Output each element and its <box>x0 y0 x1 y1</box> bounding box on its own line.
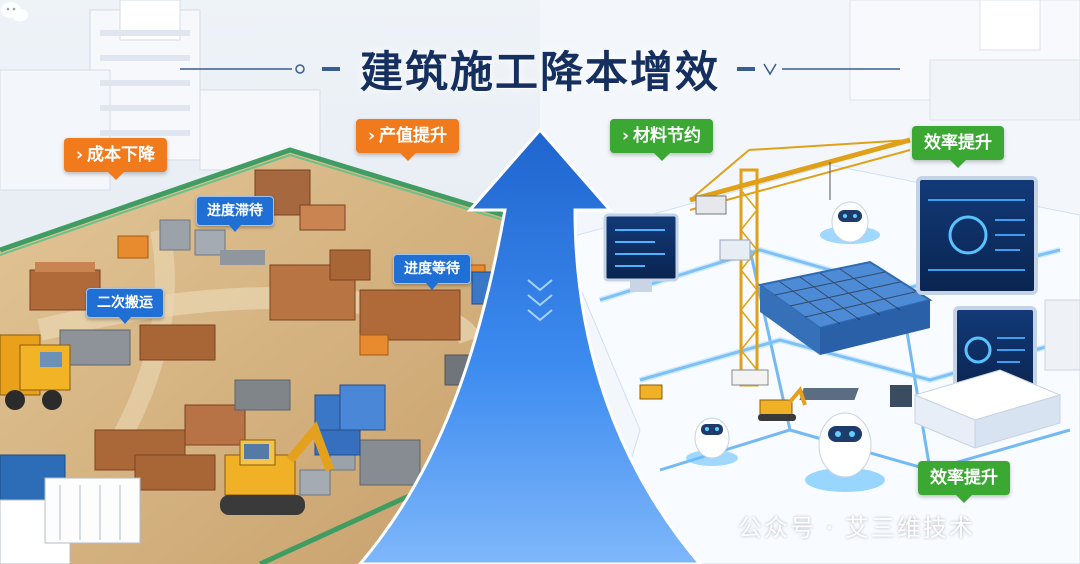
tag-efficiency-up-bottom: 效率提升 <box>918 461 1010 503</box>
mini-excavator <box>758 385 807 421</box>
tag-efficiency-up-top: 效率提升 <box>912 126 1004 168</box>
chevron-right-icon: › <box>368 126 376 146</box>
tag-efficiency-up-bottom-label: 效率提升 <box>930 468 998 488</box>
server-cabinet <box>1044 299 1080 371</box>
dashboard-monitor-left <box>603 213 679 292</box>
tower-crane <box>689 137 911 387</box>
issue-progress-stall: 进度滞待 <box>196 196 274 232</box>
excavator <box>220 421 335 515</box>
ai-robot-top <box>820 201 880 244</box>
dump-truck <box>0 334 71 410</box>
tag-material-save: ›材料节约 <box>610 119 714 161</box>
equipment-box <box>719 239 912 407</box>
site-vehicle <box>639 384 663 400</box>
tag-output-up-label: 产值提升 <box>379 126 448 146</box>
wechat-icon <box>1 2 28 22</box>
page-title: 建筑施工降本增效 <box>360 48 720 98</box>
site-containers <box>0 454 141 564</box>
background-buildings-left <box>0 0 321 191</box>
tag-efficiency-up-top-label: 效率提升 <box>924 133 992 153</box>
issue-secondary-transport: 二次搬运 <box>86 288 164 324</box>
watermark: 公众号 · 艾三维技术 <box>738 514 975 542</box>
growth-arrow <box>358 127 702 564</box>
chevron-right-icon: › <box>622 126 630 146</box>
chevron-right-icon: › <box>76 145 84 165</box>
control-building <box>799 369 1062 449</box>
background-buildings-right <box>849 0 1080 121</box>
issue-progress-wait: 进度等待 <box>393 254 471 290</box>
dashboard-monitor-right <box>916 176 1038 295</box>
title-decoration <box>180 63 900 76</box>
title-container: 建筑施工降本增效 <box>0 34 1080 104</box>
tag-output-up: ›产值提升 <box>356 119 460 161</box>
ai-robot-left <box>686 417 738 466</box>
tag-cost-down-label: 成本下降 <box>87 145 156 165</box>
tag-material-save-label: 材料节约 <box>633 126 702 146</box>
tag-cost-down: ›成本下降 <box>64 138 168 180</box>
dashboard-monitor-small <box>953 306 1037 395</box>
ai-robot-center <box>805 412 885 492</box>
foundation-grid <box>757 260 933 355</box>
